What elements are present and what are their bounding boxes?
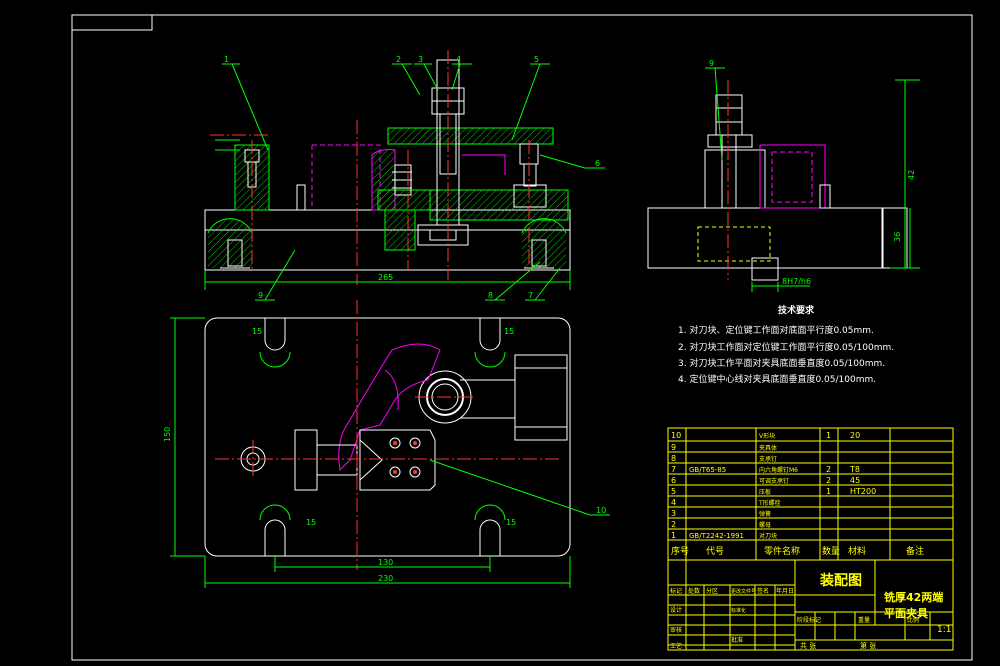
drawing-name: 装配图 [819, 572, 862, 589]
bom-cell-std: GB/T65-85 [689, 466, 726, 474]
bom-header-no: 序号 [671, 545, 689, 557]
tb-label-review: 审核 [670, 626, 682, 634]
bom-cell-mat: 45 [850, 476, 860, 485]
bom-cell-name: 螺母 [759, 521, 771, 529]
dim-side-base: 36 [893, 232, 902, 242]
bom-cell-no: 5 [671, 487, 676, 496]
bom-cell-mat: 20 [850, 431, 860, 440]
tech-requirements: 技术要求 1. 对刀块、定位键工作面对底面平行度0.05mm. 2. 对刀块工作… [678, 304, 894, 385]
side-view: 42 36 8H7/h6 9 [647, 59, 920, 292]
front-view: 265 [204, 50, 571, 290]
tech-req-3: 3. 对刀块工作平面对夹具底面垂直度0.05/100mm. [678, 357, 885, 369]
tech-requirements-title: 技术要求 [778, 304, 815, 316]
bom-cell-name: 压板 [759, 488, 771, 496]
title-block: 装配图 铣厚42两端 平面夹具 1:1 标记 处数 分区 更改文件号 签名 年月… [667, 559, 954, 651]
plan-view: 150 130 230 15 15 15 15 10 [163, 300, 610, 588]
balloon-9-side: 9 [709, 59, 714, 68]
tb-label-stage: 阶段标记 [797, 616, 821, 624]
bom-cell-no: 10 [671, 431, 681, 440]
bom-cell-name: T形螺栓 [758, 499, 781, 507]
tb-label-zone: 分区 [706, 587, 718, 595]
bom-cell-qty: 2 [826, 465, 831, 474]
balloon-5: 5 [534, 55, 539, 64]
bom-cell-qty: 1 [826, 431, 831, 440]
tb-label-date: 年月日 [776, 587, 794, 595]
bom-cell-name: 可调支承钉 [759, 477, 789, 485]
part-title-line-2: 平面夹具 [884, 606, 928, 620]
scale-value: 1:1 [937, 625, 951, 635]
bom-table: 10 V形块 1 20 9 夹具体 8 支承钉 7 GB/T65-85 内六角螺钉M6 2 T8 6 可调支… [667, 427, 954, 561]
bom-header-mat: 材料 [848, 545, 866, 557]
bom-header-name: 零件名称 [764, 545, 800, 557]
balloon-6: 6 [595, 159, 600, 168]
tb-label-approve: 批准 [731, 636, 743, 644]
bom-cell-no: 1 [671, 531, 676, 540]
balloon-1: 1 [224, 55, 229, 64]
dim-plan-inner: 130 [378, 558, 393, 567]
front-view-balloons: 1 2 3 4 5 6 7 8 9 [222, 55, 605, 301]
tb-label-standardize: 标准化 [731, 607, 746, 614]
tb-sheet-total: 共 张 [800, 641, 816, 650]
balloon-4: 4 [456, 55, 461, 64]
tb-label-mark: 标记 [670, 587, 682, 595]
bom-cell-name: 对刀块 [759, 532, 777, 540]
balloon-8: 8 [488, 291, 493, 300]
dim-plan-width: 230 [378, 574, 393, 583]
balloon-7: 7 [528, 291, 533, 300]
tb-label-sign: 签名 [757, 587, 769, 595]
drawing-frame [71, 14, 973, 661]
dim-plan-height: 150 [163, 427, 172, 442]
tb-label-change-doc: 更改文件号 [731, 588, 756, 595]
bom-cell-name: 夹具体 [759, 444, 777, 452]
dim-side-slot: 8H7/h6 [782, 277, 811, 286]
part-title-line-1: 铣厚42两端 [884, 590, 943, 604]
dim-slot-1: 15 [252, 327, 262, 336]
tech-req-1: 1. 对刀块、定位键工作面对底面平行度0.05mm. [678, 324, 874, 336]
bom-cell-no: 3 [671, 509, 676, 518]
dim-front-width: 265 [378, 273, 393, 282]
bom-cell-mat: HT200 [850, 487, 876, 496]
bom-cell-no: 9 [671, 443, 676, 452]
bom-cell-name: 支承钉 [759, 455, 777, 463]
balloon-9-front: 9 [258, 291, 263, 300]
bom-cell-std: GB/T2242-1991 [689, 532, 744, 540]
bom-cell-no: 8 [671, 454, 676, 463]
bom-cell-no: 2 [671, 520, 676, 529]
bom-cell-name: V形块 [759, 432, 775, 440]
bom-cell-no: 4 [671, 498, 676, 507]
bom-cell-qty: 2 [826, 476, 831, 485]
dim-slot-2: 15 [504, 327, 514, 336]
bom-cell-mat: T8 [849, 465, 860, 474]
tech-req-2: 2. 对刀块工作面对定位键工作面平行度0.05/100mm. [678, 341, 894, 353]
bom-cell-no: 6 [671, 476, 676, 485]
tech-req-4: 4. 定位键中心线对夹具底面垂直度0.05/100mm. [678, 373, 876, 385]
bom-cell-no: 7 [671, 465, 676, 474]
tb-label-weight: 重量 [858, 616, 870, 624]
bom-cell-qty: 1 [826, 487, 831, 496]
dim-slot-4: 15 [506, 518, 516, 527]
balloon-10: 10 [596, 506, 606, 515]
dim-slot-3: 15 [306, 518, 316, 527]
bom-cell-name: 弹簧 [759, 510, 771, 518]
tb-label-ratio: 比例 [907, 616, 919, 624]
tb-label-count: 处数 [688, 587, 700, 595]
bom-header-note: 备注 [906, 545, 924, 557]
bom-header-qty: 数量 [822, 545, 840, 557]
bom-cell-name: 内六角螺钉M6 [759, 466, 798, 474]
balloon-2: 2 [396, 55, 401, 64]
balloon-3: 3 [418, 55, 423, 64]
tb-label-design: 设计 [670, 606, 682, 614]
dim-side-height: 42 [907, 170, 916, 180]
bom-header-std: 代号 [706, 546, 724, 557]
tb-label-process: 工艺 [670, 642, 682, 650]
tb-sheet-no: 第 张 [860, 641, 876, 650]
